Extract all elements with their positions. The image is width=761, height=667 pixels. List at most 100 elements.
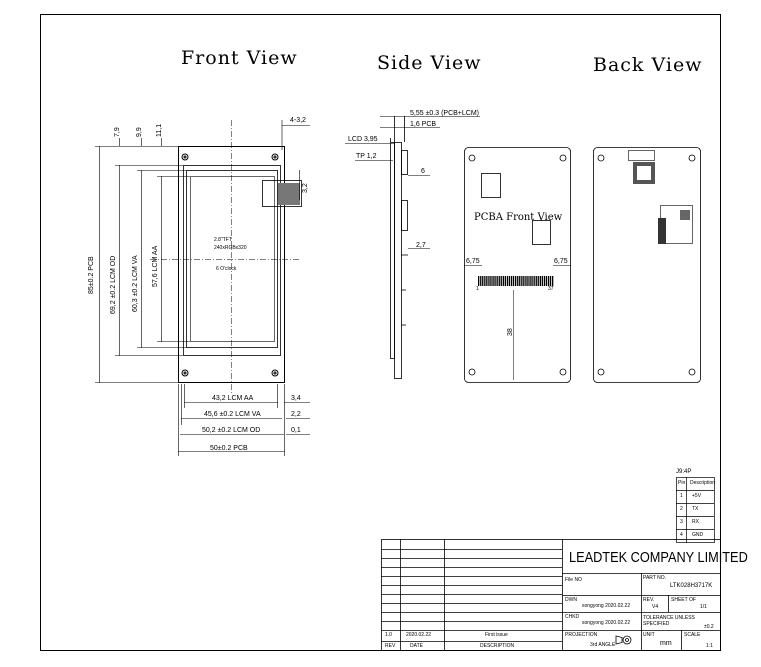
pcba-front-outline: [464, 147, 571, 383]
pcba-dim-38: 38: [507, 328, 514, 336]
connector-pin: [508, 276, 511, 286]
connector-pin-description: RX: [692, 519, 699, 525]
chkd-label: CHKD: [565, 614, 580, 620]
connector-pin: [552, 276, 554, 286]
connector-pin: [539, 276, 541, 286]
revision-head-rev: REV: [385, 643, 396, 649]
connector-pin: [531, 276, 533, 286]
connector-pin: [486, 276, 488, 286]
connector-pin: [498, 276, 500, 286]
dim-0-1: 0,1: [291, 427, 301, 434]
connector-pin: [515, 276, 517, 286]
connector-pin: [500, 276, 502, 286]
back-view-title: Back View: [593, 54, 703, 76]
connector-pin-number: 3: [680, 519, 683, 525]
company-name: LEADTEK COMPANY LIMITED: [569, 549, 748, 566]
connector-pin: [547, 276, 550, 286]
projection-value: 3rd ANGLE: [590, 642, 616, 648]
revision-date: 2020.02.22: [406, 632, 432, 638]
connector-pin: [535, 276, 537, 286]
connector-head-pin: Pin: [678, 480, 686, 486]
connector-pin: [543, 276, 546, 286]
dim-pcb-thickness: 1,6 PCB: [410, 121, 437, 128]
dim-lcm-va-height: 60,3 ±0.2 LCM VA: [132, 255, 139, 312]
connector-pin: [549, 276, 552, 286]
lcd-type-label: 2.8"TFT: [214, 237, 232, 243]
connector-pin: [533, 276, 535, 286]
revision-head-date: DATE: [410, 643, 423, 649]
connector-pin-number: 4: [680, 532, 683, 538]
dim-lcm-va-width: 45,6 ±0.2 LCM VA: [204, 411, 261, 418]
connector-pin: [488, 276, 490, 286]
dim-7-9: 7,9: [114, 127, 121, 137]
front-view-title: Front View: [181, 47, 298, 69]
side-view-outline: [345, 116, 480, 379]
connector-pin: [496, 276, 498, 286]
connector-pin: [525, 276, 527, 286]
dim-lcm-aa-height: 57,6 LCM AA: [152, 245, 159, 287]
dwn-value: songyong 2020.02.22: [582, 603, 631, 609]
connector-pin-description: GND: [692, 532, 704, 538]
dim-2-7: 2,7: [416, 242, 426, 249]
lcd-resolution-label: 240xRGBx320: [214, 245, 247, 251]
projection-label: PROJECTION: [565, 632, 598, 638]
connector-pin: [494, 276, 496, 286]
dim-2-2: 2,2: [291, 411, 301, 418]
connector-pin: [482, 276, 484, 286]
connector-pin: [484, 276, 486, 286]
title-block-grid: [381, 539, 721, 651]
dim-lcm-od-width: 50,2 ±0.2 LCM OD: [202, 427, 261, 434]
pcba-pin1: 1: [476, 286, 479, 292]
dim-pcb-height: 85±0.2 PCB: [88, 256, 95, 294]
side-view-title: Side View: [377, 52, 482, 74]
connector-pin: [527, 276, 529, 286]
dim-tp-thickness: TP 1,2: [356, 153, 377, 160]
connector-pin: [523, 276, 525, 286]
viewing-direction-label: 6 O'clock: [216, 266, 237, 272]
tolerance-value: ±0.2: [704, 624, 714, 630]
connector-pin-number: 1: [680, 493, 683, 499]
scale-label: SCALE: [684, 632, 701, 638]
connector-pin: [504, 276, 506, 286]
connector-title: J9:4P: [676, 469, 692, 475]
connector-pin: [492, 276, 494, 286]
revision-description: First issue: [485, 632, 508, 638]
connector-pin-description: TX: [692, 506, 699, 512]
dim-pcb-width: 50±0.2 PCB: [210, 445, 248, 452]
connector-pin: [541, 276, 543, 286]
dim-11-1: 11,1: [156, 123, 163, 137]
sheet-value: 1/1: [700, 604, 707, 610]
part-no-value: LTK028H3717K: [670, 583, 713, 589]
tolerance-label: TOLERANCE UNLESS SPECIFIED: [643, 615, 695, 627]
unit-value: mm: [660, 640, 672, 647]
dim-lcd-thickness: LCD 3,95: [348, 136, 378, 143]
dim-9-9: 9,9: [136, 127, 143, 137]
connector-pin: [480, 276, 482, 286]
dim-lcm-od-height: 69,2 ±0.2 LCM OD: [110, 255, 117, 314]
unit-label: UNIT: [643, 632, 655, 638]
dim-lcm-aa-width: 43,2 LCM AA: [212, 395, 254, 402]
rev-label: REV.: [643, 597, 655, 603]
revision-number: 1.0: [385, 632, 392, 638]
front-view-outline: [150, 120, 302, 395]
dim-3-4: 3,4: [291, 395, 301, 402]
connector-pin: [512, 276, 515, 286]
connector-pin: [537, 276, 539, 286]
scale-value: 1:1: [706, 643, 713, 649]
dim-6: 6: [421, 168, 425, 175]
connector-pin: [490, 276, 492, 286]
sheet-label: SHEET OF: [671, 597, 696, 603]
connector-pin: [517, 276, 519, 286]
dim-total-thickness: 5,55 ±0.3 (PCB+LCM): [410, 110, 480, 117]
connector-pin-number: 2: [680, 506, 683, 512]
connector-pin-description: +5V: [692, 493, 702, 499]
pcba-front-view-title: PCBA Front View: [474, 212, 563, 223]
rev-value: V4: [652, 604, 659, 610]
file-no-label: File NO: [565, 577, 582, 583]
connector-pin: [506, 276, 509, 286]
connector-head-desc: Description: [690, 480, 716, 486]
dim-3-2: 3,2: [302, 183, 309, 193]
pcba-pin37: 37: [548, 286, 554, 292]
